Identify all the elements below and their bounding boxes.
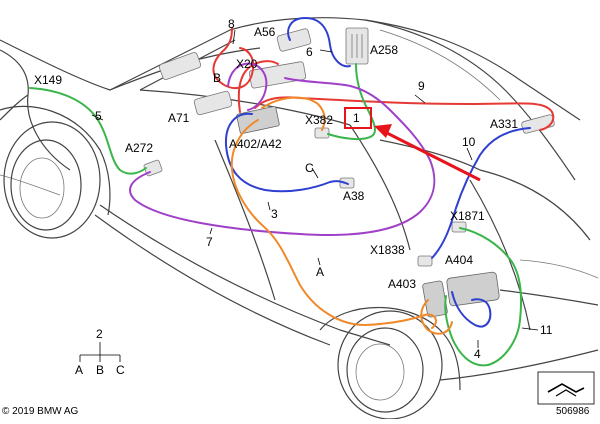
wire-orange-a403 <box>420 299 453 335</box>
label-a403: A403 <box>388 277 416 291</box>
label-5: 5 <box>95 109 102 123</box>
label-a404: A404 <box>445 253 473 267</box>
labels: X149 5 A272 8 A56 6 A258 X20 B A71 9 A40… <box>34 17 553 361</box>
image-number-text: 506986 <box>556 406 590 417</box>
legend-c-label: C <box>116 363 125 377</box>
components <box>143 27 555 318</box>
wire-7-purple <box>129 77 436 237</box>
label-9: 9 <box>418 79 425 93</box>
label-c: C <box>305 161 314 175</box>
rear-wheel <box>319 307 461 420</box>
wire-6-blue <box>287 17 351 68</box>
label-6: 6 <box>306 45 313 59</box>
wire-purple-b <box>227 62 268 111</box>
label-x1838: X1838 <box>370 243 405 257</box>
highlight-arrow-shaft <box>384 130 481 182</box>
label-a258: A258 <box>370 43 398 57</box>
wire-5-green <box>29 87 147 175</box>
label-10: 10 <box>462 135 476 149</box>
label-8: 8 <box>228 17 235 31</box>
wire-red-mid <box>237 60 279 113</box>
highlight-callout <box>344 107 481 182</box>
label-x1871: X1871 <box>450 209 485 223</box>
wire-8-red <box>212 27 255 90</box>
label-1: 1 <box>353 111 360 125</box>
label-x149: X149 <box>34 73 62 87</box>
label-3: 3 <box>271 207 278 221</box>
component-a71 <box>193 90 233 116</box>
front-wheel <box>0 105 111 239</box>
label-11: 11 <box>540 323 553 337</box>
view-orientation-box <box>537 371 595 405</box>
component-x1838 <box>417 255 433 267</box>
copyright-text: © 2019 BMW AG <box>2 406 79 417</box>
label-x382: X382 <box>305 113 333 127</box>
label-a: A <box>316 265 324 279</box>
vehicle-body-outline <box>0 17 599 381</box>
label-a402: A402/A42 <box>229 137 282 151</box>
component-x1871 <box>451 221 467 233</box>
legend-top-label: 2 <box>96 327 103 341</box>
component-roof-module <box>158 52 202 80</box>
label-a71: A71 <box>168 111 190 125</box>
orientation-icon <box>555 389 577 397</box>
wire-10-blue <box>431 127 531 259</box>
label-4: 4 <box>474 347 481 361</box>
label-a331: A331 <box>490 117 518 131</box>
label-a56: A56 <box>254 25 276 39</box>
highlight-arrow-head <box>374 124 392 138</box>
component-a403 <box>422 280 448 318</box>
legend-b-label: B <box>96 363 104 377</box>
wire-11-green <box>444 227 522 367</box>
label-a272: A272 <box>125 141 153 155</box>
highlight-box <box>344 107 372 129</box>
component-a404 <box>446 271 500 307</box>
wire-orange-x382 <box>261 96 326 131</box>
label-a38: A38 <box>343 189 365 203</box>
wire-3-orange <box>230 119 437 329</box>
legend-a-label: A <box>75 363 83 377</box>
label-b: B <box>213 71 221 85</box>
component-a56 <box>276 28 312 52</box>
label-7: 7 <box>206 235 213 249</box>
label-x20: X20 <box>236 57 258 71</box>
legend-tree: 2 A B C <box>75 327 125 377</box>
wire-blue-a402 <box>224 112 349 193</box>
wire-4-blue <box>451 291 492 328</box>
